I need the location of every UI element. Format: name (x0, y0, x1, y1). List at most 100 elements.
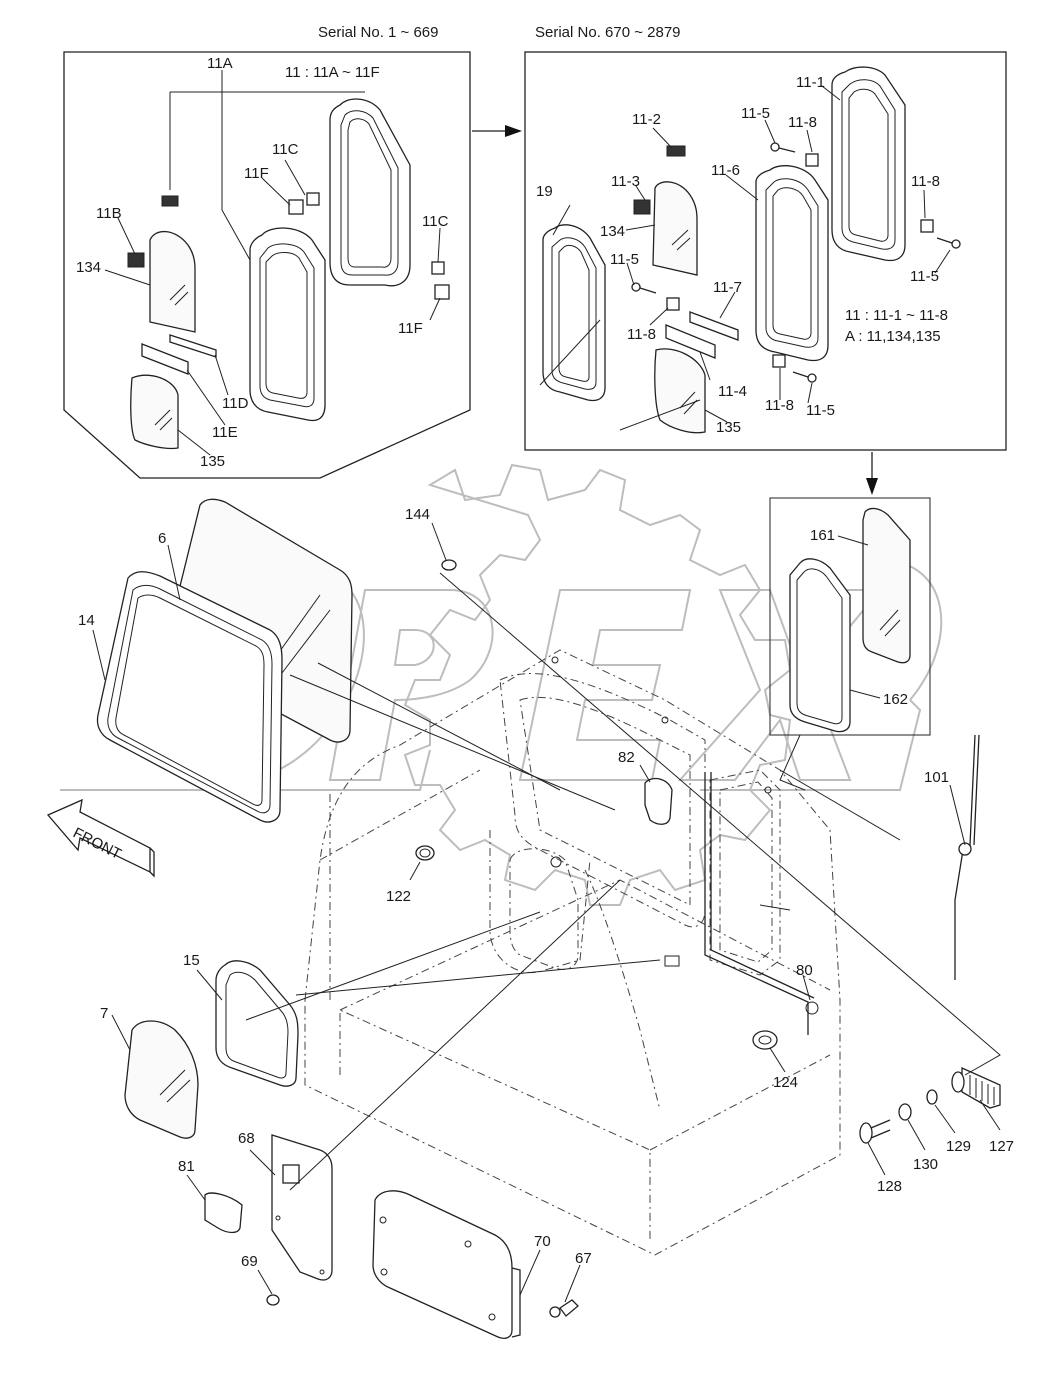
handle-82 (644, 777, 673, 825)
window-frame-11-6 (755, 165, 829, 362)
window-seal-frame-left (249, 227, 326, 422)
clip-11-2 (666, 145, 686, 157)
down-arrow (866, 452, 878, 495)
cover-70 (372, 1190, 513, 1339)
label-14: 14 (78, 612, 95, 629)
label-69: 69 (241, 1253, 258, 1270)
nut-144 (441, 559, 457, 571)
bolt-128 (859, 1119, 891, 1144)
label-127: 127 (989, 1138, 1014, 1155)
screw-11-5-c (631, 282, 657, 294)
label-11C-a: 11C (272, 141, 299, 158)
label-68: 68 (238, 1130, 255, 1147)
latch-127 (951, 1066, 1001, 1109)
panel-68 (271, 1134, 333, 1281)
clip-11F-b (434, 284, 450, 300)
latch-11-3 (633, 199, 651, 215)
left-inset-frame (63, 51, 471, 479)
label-67: 67 (575, 1250, 592, 1267)
strip-11-7 (689, 311, 739, 341)
block-11-8-a (805, 153, 819, 167)
right-arrow (472, 125, 522, 137)
rod-80 (704, 772, 809, 1035)
label-82: 82 (618, 749, 635, 766)
label-134-left: 134 (76, 259, 101, 276)
grommet-122 (415, 845, 435, 861)
label-7: 7 (100, 1005, 108, 1022)
block-11-8-d (772, 354, 786, 368)
glass-161 (862, 507, 911, 664)
label-11B: 11B (96, 205, 122, 222)
window-frame-162 (789, 558, 851, 733)
label-11C-b: 11C (422, 213, 449, 230)
window-frame-11A-outer (329, 98, 411, 287)
block-11-8-b (920, 219, 934, 233)
label-15: 15 (183, 952, 200, 969)
label-135-right: 135 (716, 419, 741, 436)
main-leader-lines (92, 522, 1001, 1303)
clip-11C-b (431, 261, 445, 275)
glass-135-right (654, 348, 706, 434)
label-11E: 11E (212, 424, 238, 441)
label-11-5-a: 11-5 (741, 105, 770, 122)
panel-68-slot (282, 1164, 300, 1184)
label-124: 124 (773, 1074, 798, 1091)
clip-11F-a (288, 199, 304, 215)
label-11-6: 11-6 (711, 162, 740, 179)
screw-11-5-a (770, 142, 796, 153)
label-11-1: 11-1 (796, 74, 825, 91)
label-11-7: 11-7 (713, 279, 742, 296)
label-6: 6 (158, 530, 166, 547)
label-11-5-b: 11-5 (910, 268, 939, 285)
window-frame-15 (215, 960, 299, 1087)
label-80: 80 (796, 962, 813, 979)
cab-frame (304, 649, 841, 1256)
label-11-5-d: 11-5 (806, 402, 835, 419)
washer-124 (752, 1030, 778, 1050)
left-group-note: 11 : 11A ~ 11F (285, 64, 380, 81)
window-frame-14 (96, 571, 283, 823)
block-11-8-c (666, 297, 680, 311)
glass-134-left (149, 230, 196, 333)
label-134-right: 134 (600, 223, 625, 240)
front-direction-arrow: FRONT (46, 798, 155, 878)
label-11-2: 11-2 (632, 111, 661, 128)
label-162: 162 (883, 691, 908, 708)
glass-7 (124, 1020, 199, 1139)
label-81: 81 (178, 1158, 195, 1175)
label-128: 128 (877, 1178, 902, 1195)
right-group-note: 11 : 11-1 ~ 11-8 (845, 307, 948, 324)
right-group-note-a: A : 11,134,135 (845, 328, 941, 345)
label-135-left: 135 (200, 453, 225, 470)
glass-134-right (652, 181, 698, 276)
label-11-8-b: 11-8 (911, 173, 940, 190)
latch-11B (127, 252, 145, 268)
label-11D: 11D (222, 395, 249, 412)
strip-11D (169, 334, 217, 358)
window-frame-11-1 (831, 66, 906, 262)
left-serial-header: Serial No. 1 ~ 669 (318, 24, 439, 41)
label-129: 129 (946, 1138, 971, 1155)
plug-69 (266, 1294, 280, 1306)
label-70: 70 (534, 1233, 551, 1250)
right-serial-header: Serial No. 670 ~ 2879 (535, 24, 681, 41)
washer-130 (898, 1103, 912, 1121)
label-122: 122 (386, 888, 411, 905)
label-161: 161 (810, 527, 835, 544)
label-11-8-a: 11-8 (788, 114, 817, 131)
label-11F-b: 11F (398, 320, 423, 337)
right-inset-frame (524, 51, 1007, 451)
right-inset-parts (539, 66, 961, 434)
cap-81 (204, 1192, 243, 1234)
screw-11-5-b (936, 237, 961, 249)
washer-129 (926, 1089, 938, 1105)
glass-135-left (130, 374, 179, 450)
label-11-8-d: 11-8 (765, 397, 794, 414)
label-19: 19 (536, 183, 553, 200)
label-130: 130 (913, 1156, 938, 1173)
left-inset-parts (104, 70, 450, 456)
label-11-3: 11-3 (611, 173, 640, 190)
label-11-4: 11-4 (718, 383, 747, 400)
clip-11C-a (306, 192, 320, 206)
